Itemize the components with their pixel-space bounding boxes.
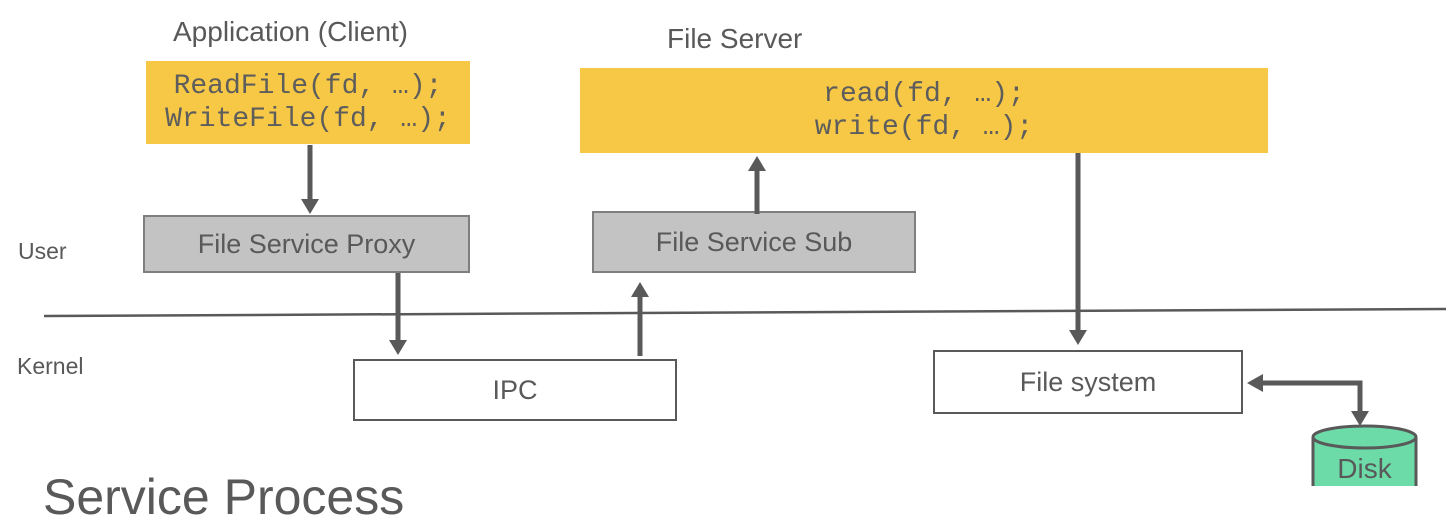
arrow-app-to-proxy [301,145,319,214]
app-code-box: ReadFile(fd, …); WriteFile(fd, …); [146,61,470,144]
cutoff-heading: Service Process [43,469,405,525]
file-service-sub-label: File Service Sub [655,226,853,257]
file-service-sub-box: File Service Sub [592,211,916,273]
write-code-line: write(fd, …); [814,111,1034,143]
file-system-box: File system [933,350,1243,414]
user-label: User [18,238,67,264]
kernel-label: Kernel [17,353,84,379]
ipc-box: IPC [353,359,677,421]
arrow-sub-to-server [748,156,766,214]
file-server-title: File Server [667,23,803,54]
disk-label: Disk [1337,453,1392,484]
file-service-proxy-label: File Service Proxy [197,228,416,259]
server-code-box: read(fd, …); write(fd, …); [580,68,1268,153]
ipc-label: IPC [492,374,538,405]
arrow-ipc-to-sub [631,282,649,356]
writefile-code-line: WriteFile(fd, …); [165,103,451,135]
file-system-label: File system [1019,366,1157,397]
arrow-filesystem-disk [1247,374,1369,426]
read-code-line: read(fd, …); [823,78,1025,110]
application-client-title: Application (Client) [173,16,408,47]
arrow-server-to-filesystem [1069,153,1087,345]
user-kernel-divider [43,307,1446,318]
diagram-canvas: { "colors": { "accent_yellow": "#F6C845"… [17,16,1446,525]
arrow-proxy-to-ipc [389,273,407,355]
readfile-code-line: ReadFile(fd, …); [173,70,443,102]
file-service-proxy-box: File Service Proxy [143,215,470,273]
